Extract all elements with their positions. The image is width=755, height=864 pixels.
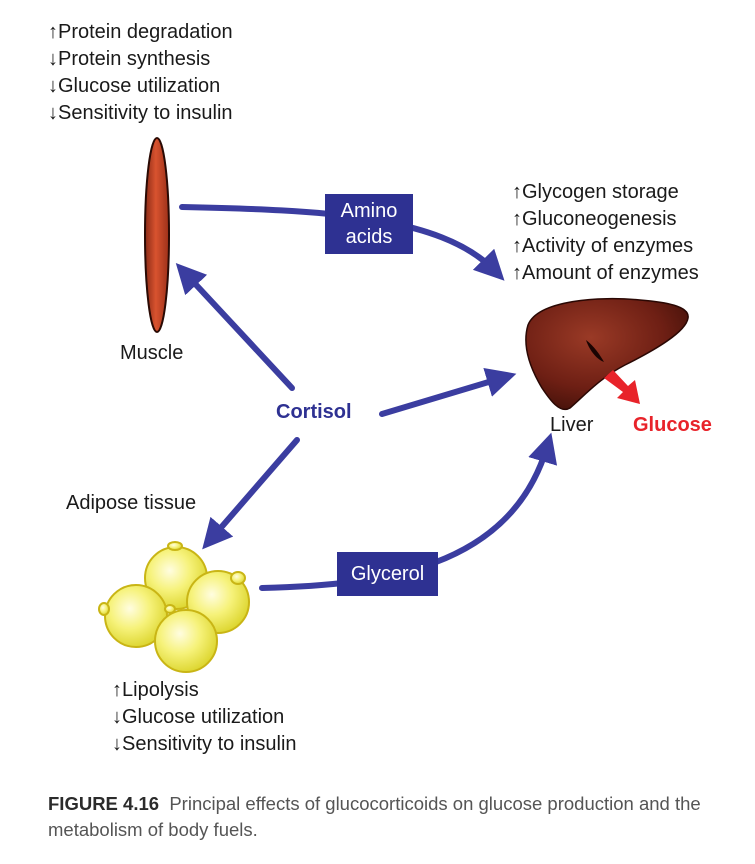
liver-effect-1: Glycogen storage [512, 179, 699, 206]
down-arrow-icon [112, 733, 122, 755]
liver-shape [525, 297, 689, 411]
up-arrow-icon [512, 262, 522, 284]
up-arrow-icon [512, 181, 522, 203]
liver-effect-2: Gluconeogenesis [512, 206, 699, 233]
figure-number: FIGURE 4.16 [48, 793, 160, 814]
muscle-effect-3: Glucose utilization [48, 73, 233, 100]
down-arrow-icon [112, 706, 122, 728]
muscle-shape [144, 137, 170, 333]
amino-acids-box: Amino acids [325, 194, 413, 254]
adipose-effects: Lipolysis Glucose utilization Sensitivit… [112, 677, 297, 758]
adipose-label: Adipose tissue [66, 492, 197, 514]
down-arrow-icon [48, 102, 58, 124]
glucose-arrow [604, 370, 640, 404]
adipose-effect-1: Lipolysis [112, 677, 297, 704]
cortisol-to-muscle-arrow [175, 263, 295, 391]
glucose-label: Glucose [633, 414, 712, 436]
fat-cells [98, 541, 250, 673]
up-arrow-icon [112, 679, 122, 701]
figure-caption-text: Principal effects of glucocorticoids on … [48, 793, 701, 840]
amino-acids-line2: acids [345, 226, 393, 248]
down-arrow-icon [48, 48, 58, 70]
glycerol-box: Glycerol [337, 552, 438, 596]
up-arrow-icon [512, 208, 522, 230]
down-arrow-icon [48, 75, 58, 97]
muscle-effect-2: Protein synthesis [48, 46, 233, 73]
muscle-label: Muscle [120, 342, 184, 364]
cortisol-label: Cortisol [276, 401, 352, 423]
up-arrow-icon [512, 235, 522, 257]
up-arrow-icon [48, 21, 58, 43]
glycerol-label: Glycerol [350, 563, 425, 585]
muscle-effect-4: Sensitivity to insulin [48, 100, 233, 127]
liver-effects: Glycogen storage Gluconeogenesis Activit… [512, 179, 699, 287]
adipose-effect-3: Sensitivity to insulin [112, 731, 297, 758]
cortisol-to-liver-arrow [379, 367, 517, 417]
adipose-effect-2: Glucose utilization [112, 704, 297, 731]
amino-acids-line1: Amino [340, 200, 398, 222]
figure-caption: FIGURE 4.16 Principal effects of glucoco… [48, 791, 738, 843]
muscle-effect-1: Protein degradation [48, 19, 233, 46]
liver-effect-4: Amount of enzymes [512, 260, 699, 287]
liver-effect-3: Activity of enzymes [512, 233, 699, 260]
liver-label: Liver [550, 414, 594, 436]
cortisol-to-adipose-arrow [202, 437, 300, 550]
muscle-effects: Protein degradation Protein synthesis Gl… [48, 19, 233, 127]
